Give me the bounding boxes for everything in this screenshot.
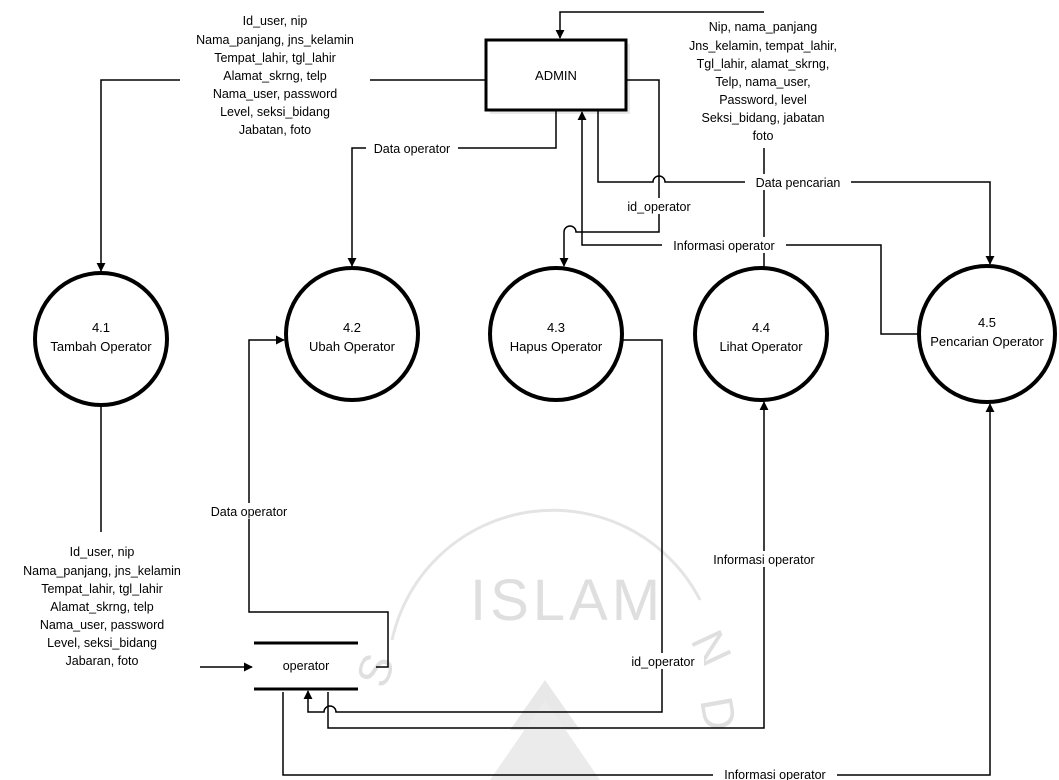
svg-text:foto: foto xyxy=(753,129,774,143)
flow-label-lihat-to-admin: Nip, nama_panjang Jns_kelamin, tempat_la… xyxy=(672,14,858,143)
watermark-text: ISLAM xyxy=(470,568,664,633)
process-name: Tambah Operator xyxy=(50,339,152,354)
flow-label-admin-to-hapus: id_operator xyxy=(618,198,700,214)
svg-text:id_operator: id_operator xyxy=(631,655,694,669)
process-number: 4.3 xyxy=(547,320,565,335)
admin-entity[interactable]: ADMIN xyxy=(484,38,630,114)
data-store-label: operator xyxy=(283,659,330,673)
flow-store-to-pencarian xyxy=(282,403,995,776)
watermark-seal: ISLAM S N D xyxy=(346,508,747,780)
svg-text:id_operator: id_operator xyxy=(627,200,690,214)
flow-label-pencarian-to-admin: Informasi operator xyxy=(662,237,786,253)
svg-text:Tempat_lahir, tgl_lahir: Tempat_lahir, tgl_lahir xyxy=(214,51,336,65)
svg-text:Telp, nama_user,: Telp, nama_user, xyxy=(715,75,810,89)
process-4-2[interactable]: 4.2 Ubah Operator xyxy=(284,266,420,402)
svg-text:Tgl_lahir, alamat_skrng,: Tgl_lahir, alamat_skrng, xyxy=(697,57,830,71)
svg-text:Informasi operator: Informasi operator xyxy=(673,239,774,253)
svg-text:Nip, nama_panjang: Nip, nama_panjang xyxy=(709,20,817,34)
flow-tambah-to-store xyxy=(100,405,252,667)
flow-pencarian-to-admin xyxy=(577,111,920,335)
admin-entity-label: ADMIN xyxy=(535,68,577,83)
process-name: Lihat Operator xyxy=(719,339,803,354)
flow-admin-to-ubah xyxy=(347,110,557,267)
svg-text:Seksi_bidang, jabatan: Seksi_bidang, jabatan xyxy=(701,111,824,125)
flow-label-store-to-ubah: Data operator xyxy=(202,503,296,519)
process-4-3[interactable]: 4.3 Hapus Operator xyxy=(488,266,624,402)
svg-text:Level, seksi_bidang: Level, seksi_bidang xyxy=(47,636,157,650)
svg-text:Informasi operator: Informasi operator xyxy=(713,553,814,567)
process-number: 4.1 xyxy=(92,320,110,335)
svg-text:Nama_user, password: Nama_user, password xyxy=(40,618,164,632)
svg-text:Id_user, nip: Id_user, nip xyxy=(243,14,308,28)
svg-text:Nama_user, password: Nama_user, password xyxy=(213,87,337,101)
flow-label-admin-to-tambah: Id_user, nip Nama_panjang, jns_kelamin T… xyxy=(180,8,370,137)
svg-text:Informasi operator: Informasi operator xyxy=(724,768,825,780)
process-4-1[interactable]: 4.1 Tambah Operator xyxy=(33,271,169,407)
svg-text:Jabaran, foto: Jabaran, foto xyxy=(66,654,139,668)
svg-text:Id_user, nip: Id_user, nip xyxy=(70,545,135,559)
process-name: Ubah Operator xyxy=(309,339,396,354)
operator-data-store[interactable]: operator xyxy=(254,641,358,691)
process-name: Pencarian Operator xyxy=(930,334,1044,349)
svg-text:Data operator: Data operator xyxy=(211,505,287,519)
flow-store-to-ubah xyxy=(248,335,389,668)
flow-label-store-to-pencarian: Informasi operator xyxy=(713,767,837,780)
svg-text:Nama_panjang, jns_kelamin: Nama_panjang, jns_kelamin xyxy=(196,33,354,47)
flow-admin-to-hapus xyxy=(559,79,660,267)
svg-text:S: S xyxy=(346,647,405,694)
flow-label-tambah-to-store: Id_user, nip Nama_panjang, jns_kelamin T… xyxy=(8,540,200,668)
process-4-5[interactable]: 4.5 Pencarian Operator xyxy=(917,264,1057,404)
svg-text:Alamat_skrng, telp: Alamat_skrng, telp xyxy=(223,69,327,83)
svg-text:Data operator: Data operator xyxy=(374,142,450,156)
process-number: 4.5 xyxy=(978,315,996,330)
svg-text:Jns_kelamin, tempat_lahir,: Jns_kelamin, tempat_lahir, xyxy=(689,39,837,53)
process-number: 4.2 xyxy=(343,320,361,335)
svg-text:Alamat_skrng, telp: Alamat_skrng, telp xyxy=(50,600,154,614)
process-number: 4.4 xyxy=(752,320,770,335)
svg-text:Password, level: Password, level xyxy=(719,93,807,107)
svg-text:Nama_panjang, jns_kelamin: Nama_panjang, jns_kelamin xyxy=(23,564,181,578)
svg-text:Jabatan, foto: Jabatan, foto xyxy=(239,123,311,137)
svg-text:Level, seksi_bidang: Level, seksi_bidang xyxy=(220,105,330,119)
flow-hapus-to-store xyxy=(303,339,663,713)
svg-text:Tempat_lahir, tgl_lahir: Tempat_lahir, tgl_lahir xyxy=(41,582,163,596)
process-name: Hapus Operator xyxy=(510,339,603,354)
flow-label-store-to-lihat: Informasi operator xyxy=(702,551,826,567)
flow-label-admin-to-ubah: Data operator xyxy=(366,140,458,156)
process-4-4[interactable]: 4.4 Lihat Operator xyxy=(693,266,829,402)
svg-text:Data pencarian: Data pencarian xyxy=(756,176,841,190)
flow-label-admin-to-pencarian: Data pencarian xyxy=(745,174,851,190)
flow-label-hapus-to-store: id_operator xyxy=(624,653,704,669)
